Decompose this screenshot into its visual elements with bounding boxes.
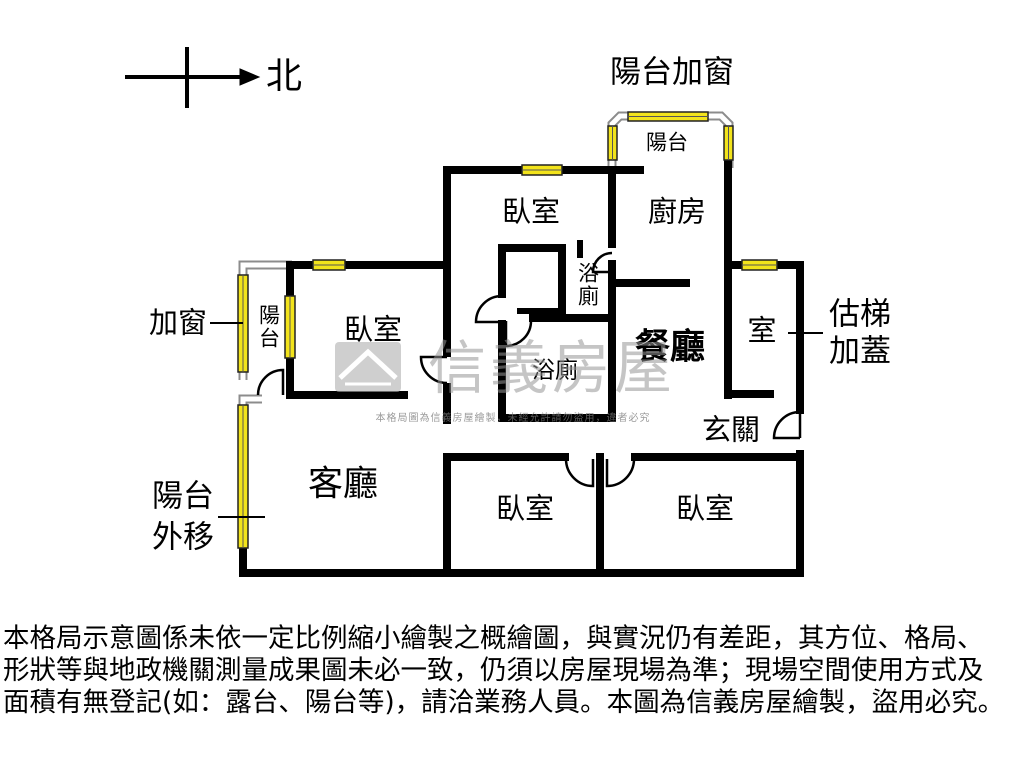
balcony-moved-note-line1: 陽台 [152,478,214,515]
disclaimer-line-3: 面積有無登記(如：露台、陽台等)，請洽業務人員。本圖為信義房屋繪製，盜用必究。 [3,687,1005,718]
bedroom-left-label: 臥室 [343,312,403,347]
wall-closet [498,244,566,322]
side-balcony-label: 陽台 [256,304,281,350]
doors [256,251,802,488]
door-hall [474,294,503,324]
add-window-note: 加窗 [148,305,208,340]
door-entrance [772,410,802,440]
bedroom-bottom-right-label: 臥室 [675,491,735,526]
disclaimer-line-2: 形狀等與地政機關測量成果圖未必一致，仍須以房屋現場為準；現場空間使用方式及 [3,655,984,686]
walls [239,158,804,577]
door-bedroom-bottom-right [605,458,636,488]
bedroom-upper-label: 臥室 [501,194,561,229]
window-centerlines [242,116,777,548]
door-side-balcony [256,368,285,396]
stair-cover-note-line2: 加蓋 [829,333,891,370]
bath-lower-label: 浴廁 [532,357,578,384]
north-label: 北 [265,56,303,97]
door-bedroom-left [419,355,448,385]
north-arrow-icon [125,47,261,108]
leader-lines [210,322,823,518]
disclaimer-line-1: 本格局示意圖係未依一定比例縮小繪製之概繪圖，與實況仍有差距，其方位、格局、 [3,623,984,654]
bedroom-bottom-mid-label: 臥室 [495,491,555,526]
door-bath-small [591,251,613,274]
watermark-notice: 本格局圖為信義房屋繪製，未經允許請勿盜用，違者必究 [375,413,651,424]
entrance-label: 玄關 [701,412,761,447]
stair-cover-note-line1: 估梯 [829,296,891,333]
door-bath-lower [504,320,533,348]
balcony-window-note: 陽台加窗 [610,54,734,91]
logo-roof [338,348,398,380]
living-label: 客廳 [307,464,379,505]
balcony-moved-note-line2: 外移 [152,519,214,556]
kitchen-label: 廚房 [647,194,707,229]
house-logo-icon [335,342,401,392]
logo-square [335,342,401,392]
compass-arrowhead [239,68,261,86]
bath-small-label: 浴廁 [575,262,600,308]
dining-label: 餐廳 [634,327,706,368]
door-bedroom-bottom-mid [564,458,595,488]
watermark-brand: 信義房屋 [427,334,677,402]
room-right-label: 室 [747,313,777,348]
balcony-top-label: 陽台 [646,130,688,155]
